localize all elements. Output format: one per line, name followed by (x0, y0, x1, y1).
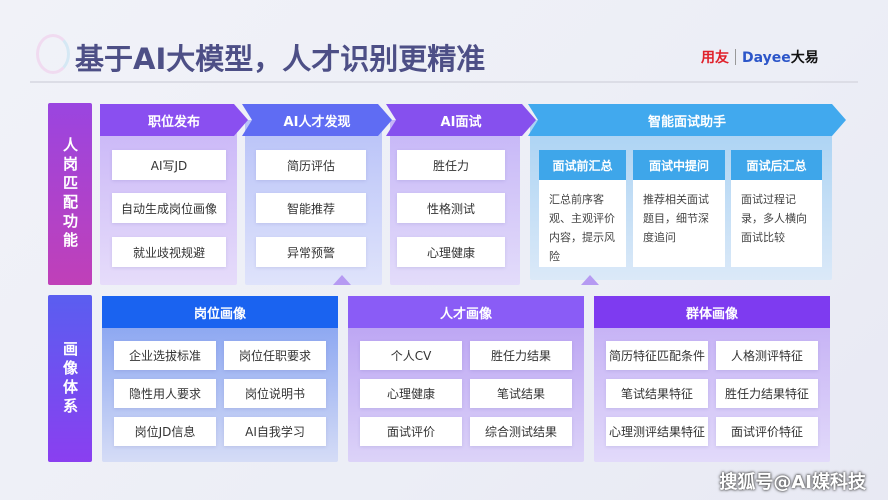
portrait-item: 岗位任职要求 (224, 341, 326, 370)
portrait-header: 岗位画像 (102, 296, 338, 328)
stage-interview-assistant: 智能面试助手 (528, 104, 846, 136)
stage-item: AI写JD (112, 150, 226, 180)
watermark: 搜狐号@AI媒科技 (719, 472, 866, 493)
stage-item: 自动生成岗位画像 (112, 193, 226, 223)
assistant-sub-body: 面试过程记录，多人横向面试比较 (731, 180, 822, 267)
stage-item: 简历评估 (256, 150, 366, 180)
side-label-matching: 人岗匹配功能 (48, 103, 92, 285)
assistant-sub-body: 推荐相关面试题目，细节深度追问 (633, 180, 725, 267)
portrait-item: 面试评价特征 (716, 417, 818, 446)
page-title: 基于AI大模型，人才识别更精准 (75, 42, 486, 76)
portrait-item: 胜任力结果 (470, 341, 572, 370)
portrait-item: 笔试结果特征 (606, 379, 708, 408)
portrait-item: 简历特征匹配条件 (606, 341, 708, 370)
stage-item: 心理健康 (397, 237, 505, 267)
stage-job-posting: 职位发布 (100, 104, 248, 136)
up-arrow-icon (333, 275, 351, 285)
side-label-portrait: 画像体系 (48, 295, 92, 462)
yonyou-logo: 用友 (701, 50, 729, 66)
portrait-item: 面试评价 (360, 417, 462, 446)
portrait-item: 胜任力结果特征 (716, 379, 818, 408)
portrait-item: 心理健康 (360, 379, 462, 408)
title-divider (30, 81, 858, 83)
side-label-text: 人岗匹配功能 (61, 137, 79, 251)
portrait-header: 人才画像 (348, 296, 584, 328)
portrait-item: 企业选拔标准 (114, 341, 216, 370)
dayee-logo: Dayee大易 (742, 50, 819, 66)
portrait-item: 人格测评特征 (716, 341, 818, 370)
portrait-item: 岗位JD信息 (114, 417, 216, 446)
assistant-sub-title: 面试前汇总 (539, 150, 626, 180)
stage-ai-talent-discovery: AI人才发现 (242, 104, 392, 136)
logo: 用友 Dayee大易 (701, 47, 819, 67)
portrait-item: 岗位说明书 (224, 379, 326, 408)
up-arrow-icon (581, 275, 599, 285)
portrait-item: 隐性用人要求 (114, 379, 216, 408)
stage-item: 智能推荐 (256, 193, 366, 223)
portrait-item: 个人CV (360, 341, 462, 370)
title-decoration (36, 34, 70, 74)
assistant-sub-title: 面试中提问 (633, 150, 725, 180)
portrait-item: 综合测试结果 (470, 417, 572, 446)
stage-item: 异常预警 (256, 237, 366, 267)
portrait-item: 心理测评结果特征 (606, 417, 708, 446)
logo-divider (735, 49, 736, 65)
portrait-header: 群体画像 (594, 296, 830, 328)
portrait-item: 笔试结果 (470, 379, 572, 408)
assistant-sub-body: 汇总前序客观、主观评价内容，提示风险 (539, 180, 626, 267)
assistant-sub-title: 面试后汇总 (731, 150, 822, 180)
portrait-item: AI自我学习 (224, 417, 326, 446)
stage-item: 就业歧视规避 (112, 237, 226, 267)
side-label-text: 画像体系 (61, 340, 79, 417)
stage-item: 胜任力 (397, 150, 505, 180)
stage-ai-interview: AI面试 (386, 104, 536, 136)
stage-item: 性格测试 (397, 193, 505, 223)
